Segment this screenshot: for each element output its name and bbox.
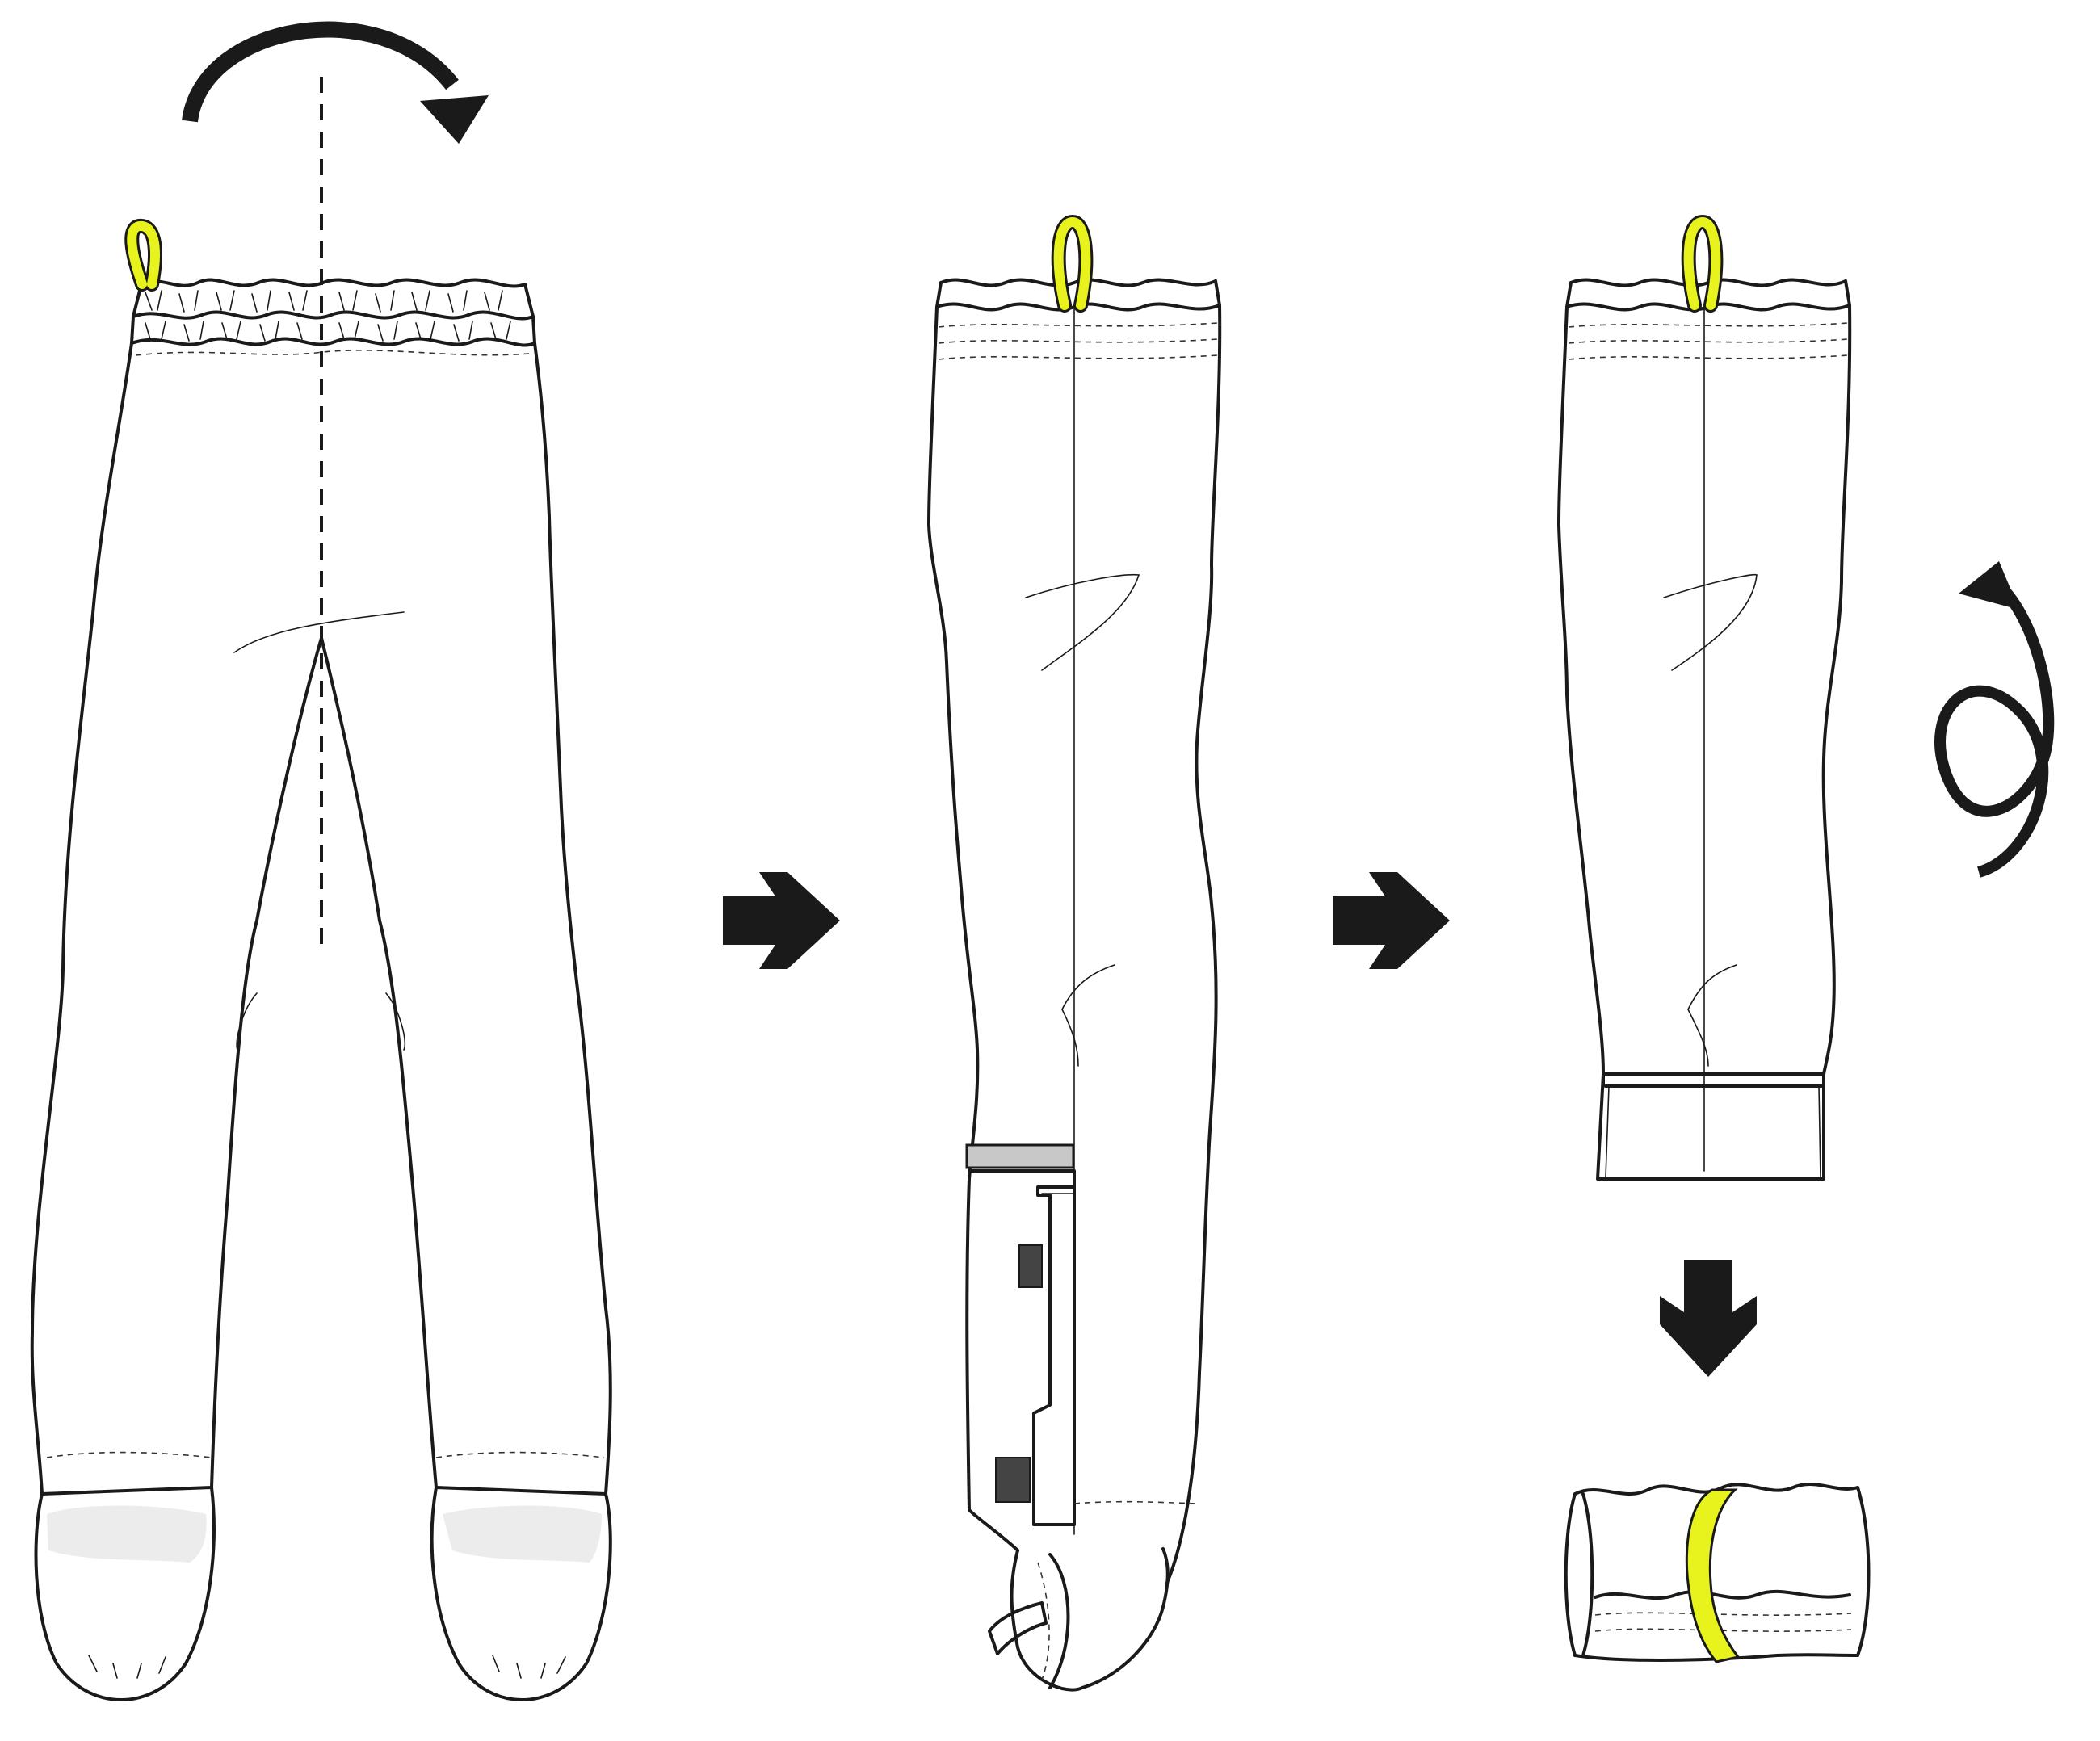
pants-outline [30, 342, 612, 1496]
waistband [130, 278, 536, 356]
arrow-down-icon [1660, 1260, 1757, 1377]
folded-cuff [1596, 1072, 1825, 1181]
step-1-pants-front [30, 21, 612, 1701]
step-4-rolled-bundle [1564, 1483, 1871, 1663]
left-foot [34, 1486, 216, 1701]
step-2-pants-folded [927, 214, 1222, 1692]
fold-over-arrow-icon [182, 21, 489, 144]
reflective-strip [965, 1143, 1075, 1169]
arrow-right-icon [1333, 872, 1450, 969]
hanging-loop-band [1685, 1488, 1741, 1663]
right-foot [430, 1486, 612, 1701]
step-3-pants-cuff [1557, 214, 2055, 1181]
arrow-right-icon [723, 872, 840, 969]
roll-up-arrow-icon [1934, 561, 2055, 878]
